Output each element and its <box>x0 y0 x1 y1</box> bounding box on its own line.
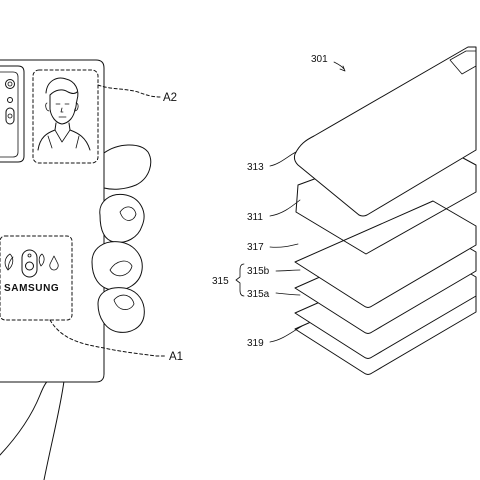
leader-315b <box>275 269 301 272</box>
brand-logo: SAMSUNG <box>4 283 59 294</box>
leader-311 <box>269 199 301 217</box>
brace-315 <box>235 263 245 297</box>
ref-315: 315 <box>212 276 229 287</box>
ref-301: 301 <box>311 54 328 65</box>
region-a2 <box>32 69 99 164</box>
sensor-icons <box>4 249 59 278</box>
ref-315b: 315b <box>247 266 270 277</box>
fingers <box>91 193 145 333</box>
layer-317 <box>294 200 477 308</box>
leader-a2 <box>97 84 161 98</box>
camera-module <box>0 65 25 163</box>
thumb <box>103 144 152 190</box>
leader-317 <box>269 243 299 248</box>
ref-319: 319 <box>247 338 264 349</box>
leader-315a <box>275 292 301 296</box>
label-a1: A1 <box>169 351 183 363</box>
leader-301-arrow <box>339 65 346 72</box>
ref-311: 311 <box>247 212 263 223</box>
region-a1 <box>0 235 73 321</box>
leader-313 <box>269 151 297 167</box>
face-icon <box>37 77 91 151</box>
layer-stack: 301 313 311 317 315 315b 315a 319 <box>212 46 477 375</box>
cover-camera-cutout <box>449 50 477 75</box>
wrist-outline <box>0 380 49 456</box>
leader-319 <box>269 325 303 343</box>
ref-317: 317 <box>247 242 264 253</box>
leader-a1 <box>49 319 167 357</box>
leader-301 <box>333 61 345 70</box>
ref-313: 313 <box>247 162 264 173</box>
layer-313-cover <box>293 46 477 217</box>
label-a2: A2 <box>163 92 177 104</box>
phone-body <box>0 59 105 383</box>
phone-illustration: A2 SAMSUNG A1 <box>0 59 183 480</box>
palm-outline <box>43 380 65 480</box>
ref-315a: 315a <box>247 289 270 300</box>
